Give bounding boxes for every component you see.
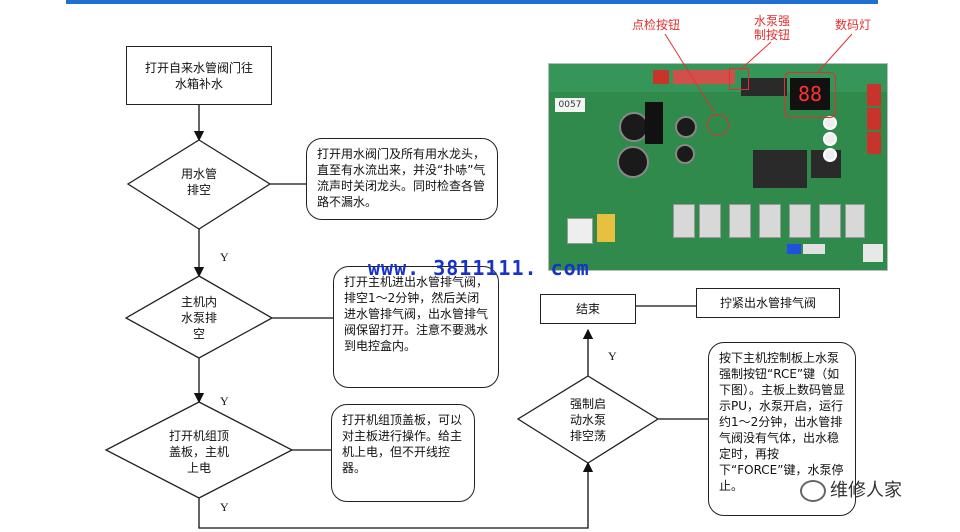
highlight-button xyxy=(707,114,729,136)
yes-label-2: Y xyxy=(220,394,229,408)
digit-display: 88 xyxy=(790,78,830,110)
note-4: 按下主机控制板上水泵强制按钮“RCE”键（如下图）。主板上数码管显示PU，水泵开… xyxy=(708,342,856,516)
note-3: 打开机组顶盖板，可以对主板进行操作。给主机上电，但不开线控器。 xyxy=(331,404,475,502)
arrow-d3-d4 xyxy=(198,461,594,529)
end-box: 结束 xyxy=(540,294,636,324)
decision-d2-text: 主机内 水泵排 空 xyxy=(180,295,217,341)
callout-pump-force-button: 水泵强 制按钮 xyxy=(753,14,790,42)
decision-d1-text: 用水管 排空 xyxy=(180,167,217,197)
watermark-url: www. 3811111. com xyxy=(368,256,590,280)
callout-digit-light: 数码灯 xyxy=(834,18,871,32)
decision-d1-shape xyxy=(126,139,272,230)
note-1: 打开用水阀门及所有用水龙头，直至有水流出来，并没“扑哧”气流声时关闭龙头。同时检… xyxy=(306,138,498,220)
board-sticker: 0057 xyxy=(555,98,585,112)
decision-d3-text: 打开机组顶 盖板，主机 上电 xyxy=(168,429,229,475)
decision-d4-shape xyxy=(516,375,660,464)
decision-d3-shape xyxy=(104,401,294,499)
decision-d4-text: 强制启 动水泵 排空荡 xyxy=(569,397,606,443)
highlight-pump-button xyxy=(729,68,749,90)
wechat-icon xyxy=(800,480,826,502)
yes-label-4: Y xyxy=(608,349,617,363)
highlight-digit-light xyxy=(784,72,836,118)
control-board-photo: 0057 xyxy=(548,63,888,271)
top-accent-bar xyxy=(66,0,878,4)
callout-check-button: 点检按钮 xyxy=(631,18,680,32)
brand-text: 维修人家 xyxy=(830,480,902,501)
decision-d2-shape xyxy=(124,275,274,359)
end-note-box: 拧紧出水管排气阀 xyxy=(696,288,840,318)
start-box: 打开自来水管阀门往 水箱补水 xyxy=(126,46,272,105)
brand-watermark: 维修人家 xyxy=(800,476,902,502)
yes-label-3: Y xyxy=(220,500,229,514)
note-2: 打开主机进出水管排气阀，排空1～2分钟，然后关闭进水管排气阀，出水管排气阀保留打… xyxy=(333,266,499,388)
yes-label-1: Y xyxy=(220,250,229,264)
